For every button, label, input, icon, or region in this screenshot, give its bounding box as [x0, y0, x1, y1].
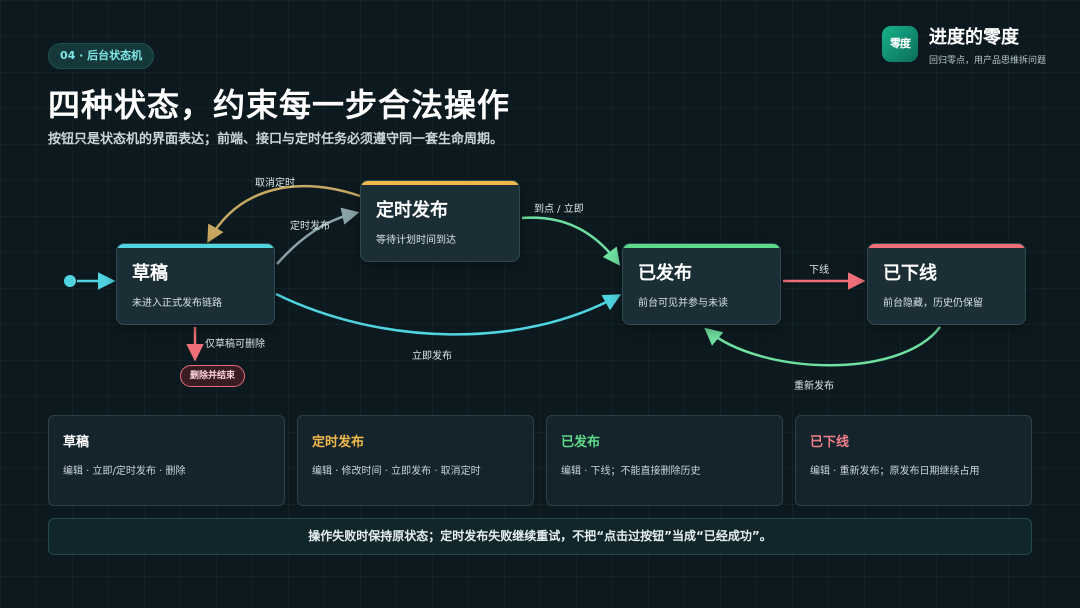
card-title: 草稿 [63, 435, 90, 450]
state-title: 已发布 [638, 263, 692, 284]
state-title: 已下线 [883, 263, 937, 284]
state-title: 草稿 [132, 263, 168, 284]
state-node-published: 已发布 前台可见并参与未读 [622, 243, 781, 325]
edge-label-cancel-schedule: 取消定时 [255, 178, 295, 189]
card-title: 定时发布 [312, 435, 365, 450]
arrow-schedule-publish [276, 207, 360, 265]
state-desc: 前台可见并参与未读 [638, 298, 728, 309]
edge-label-republish: 重新发布 [794, 381, 834, 392]
state-color-bar [361, 181, 519, 185]
edge-label-take-offline: 下线 [809, 265, 829, 276]
card-text: 编辑 · 下线；不能直接删除历史 [561, 466, 701, 477]
brand-slogan: 回归零点，用产品思维拆问题 [929, 56, 1047, 66]
state-desc: 未进入正式发布链路 [132, 298, 222, 309]
state-title: 定时发布 [376, 200, 448, 221]
state-node-scheduled: 定时发布 等待计划时间到达 [360, 180, 520, 262]
state-desc: 前台隐藏，历史仍保留 [883, 298, 983, 309]
page-title: 四种状态，约束每一步合法操作 [48, 86, 511, 124]
state-node-draft: 草稿 未进入正式发布链路 [116, 243, 275, 325]
card-text: 编辑 · 重新发布；原发布日期继续占用 [810, 466, 980, 477]
edge-label-publish-now: 立即发布 [412, 351, 452, 362]
footer-note: 操作失败时保持原状态；定时发布失败继续重试，不把“点击过按钮”当成“已经成功”。 [48, 518, 1032, 555]
delete-end-badge: 删除并结束 [180, 365, 246, 387]
brand-name: 进度的零度 [929, 27, 1019, 48]
state-color-bar [117, 244, 274, 248]
summary-card-draft: 草稿 编辑 · 立即/定时发布 · 删除 [48, 415, 285, 506]
card-text: 编辑 · 立即/定时发布 · 删除 [63, 466, 186, 477]
start-dot [64, 275, 76, 287]
state-desc: 等待计划时间到达 [376, 235, 456, 246]
arrow-publish-now [275, 292, 622, 336]
arrow-cancel-schedule [207, 185, 361, 244]
arrow-republish [704, 326, 941, 367]
summary-card-published: 已发布 编辑 · 下线；不能直接删除历史 [546, 415, 783, 506]
state-color-bar [623, 244, 780, 248]
edge-label-due-or-now: 到点 / 立即 [534, 204, 584, 215]
edge-label-draft-only-delete: 仅草稿可删除 [205, 339, 265, 350]
page-subtitle: 按钮只是状态机的界面表达；前端、接口与定时任务必须遵守同一套生命周期。 [48, 132, 504, 147]
state-node-offline: 已下线 前台隐藏，历史仍保留 [867, 243, 1026, 325]
card-text: 编辑 · 修改时间 · 立即发布 · 取消定时 [312, 466, 481, 477]
edge-label-schedule-publish: 定时发布 [290, 221, 330, 232]
section-tag: 04 · 后台状态机 [48, 43, 155, 69]
brand-logo: 零度 [882, 26, 918, 62]
summary-card-scheduled: 定时发布 编辑 · 修改时间 · 立即发布 · 取消定时 [297, 415, 534, 506]
summary-card-offline: 已下线 编辑 · 重新发布；原发布日期继续占用 [795, 415, 1032, 506]
card-title: 已发布 [561, 435, 601, 450]
state-color-bar [868, 244, 1025, 248]
arrow-due-or-now [521, 216, 621, 266]
card-title: 已下线 [810, 435, 850, 450]
